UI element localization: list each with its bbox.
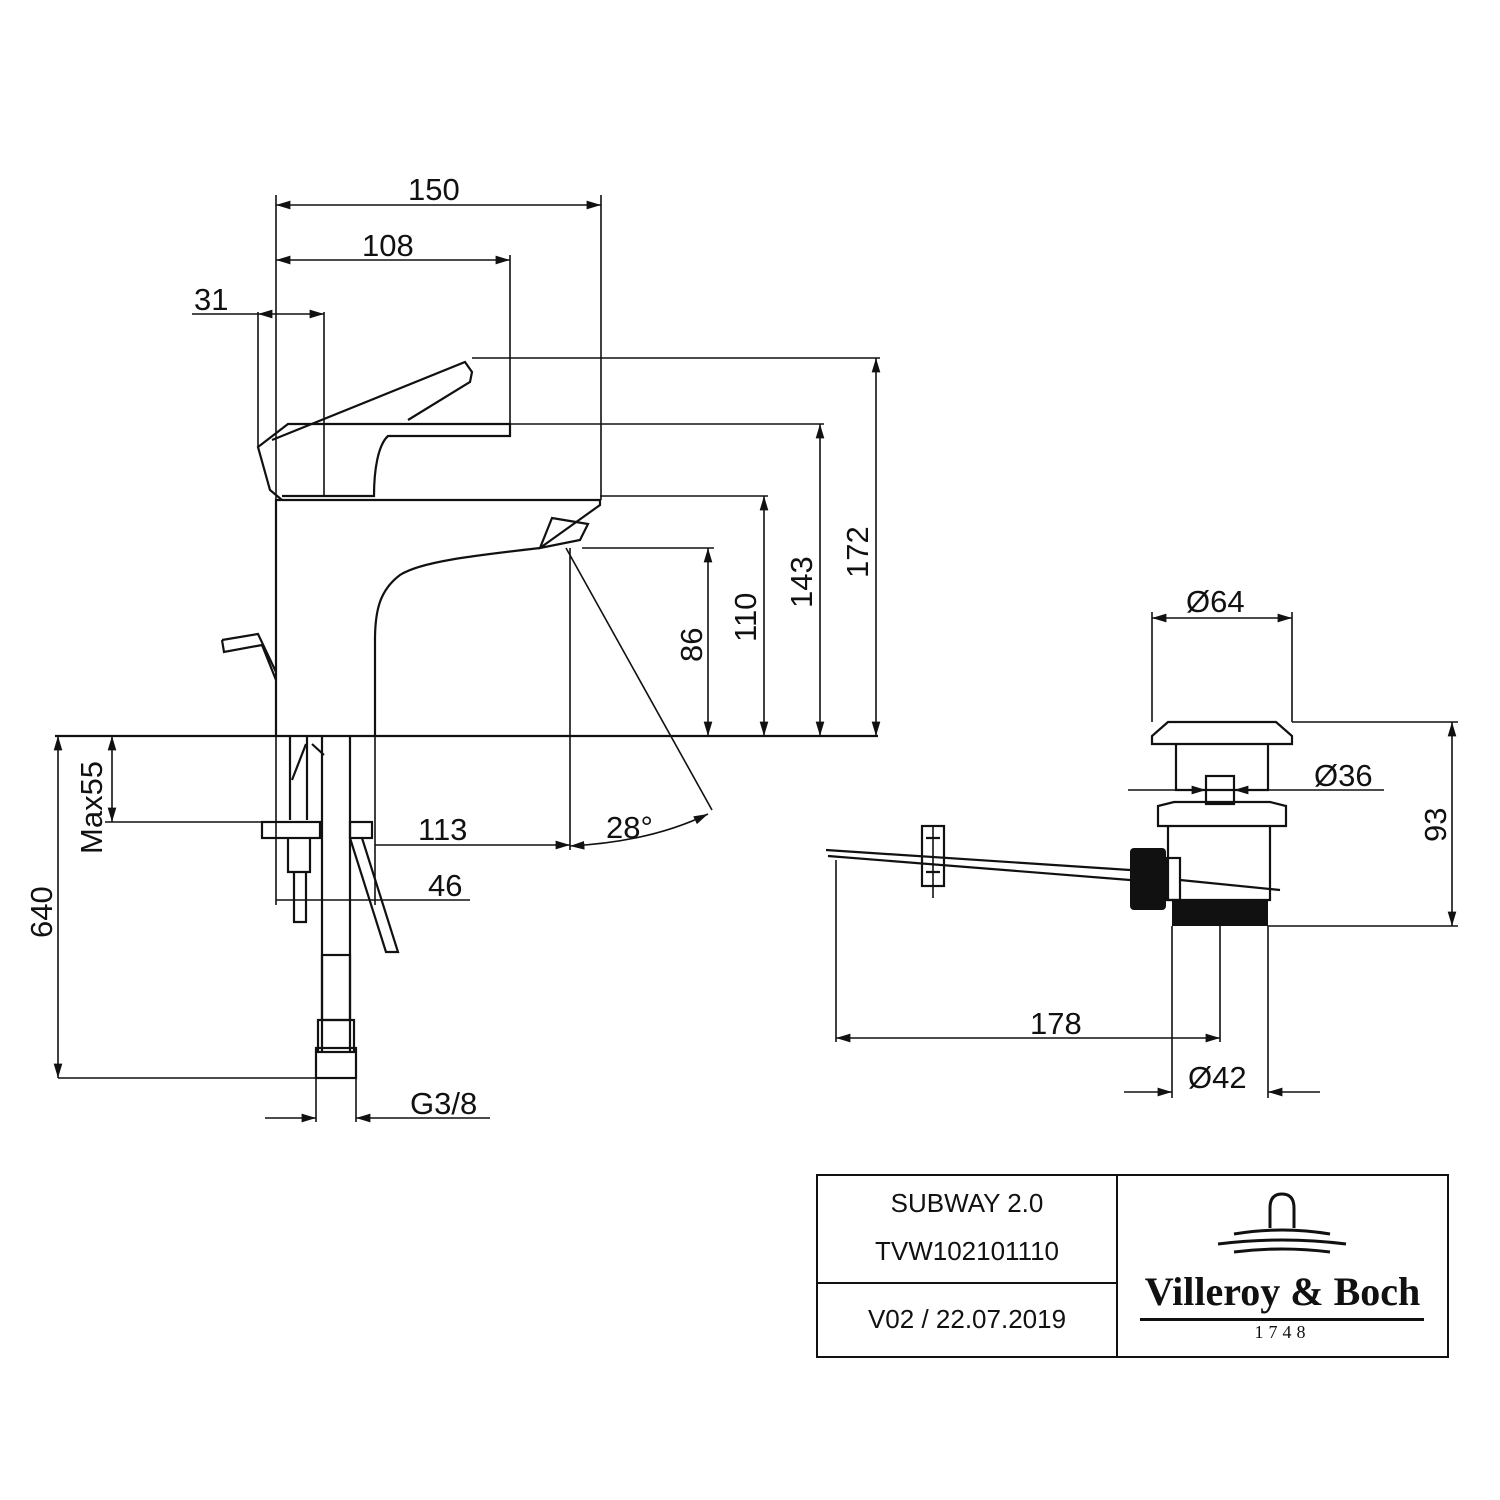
faucet-dimension-lines <box>53 195 881 1123</box>
faucet-side-view <box>55 360 878 1080</box>
product-name: SUBWAY 2.0 <box>890 1188 1044 1218</box>
title-block-info: SUBWAY 2.0 TVW102101110 V02 / 22.07.2019 <box>818 1176 1118 1356</box>
product-code: TVW102101110 <box>874 1236 1060 1266</box>
dim-113: 113 <box>418 812 467 847</box>
dim-46: 46 <box>428 868 462 903</box>
brand-mark-icon <box>1217 1192 1347 1254</box>
dim-172: 172 <box>840 526 875 578</box>
title-block-product: SUBWAY 2.0 TVW102101110 <box>818 1176 1116 1284</box>
dim-dia64: Ø64 <box>1186 584 1245 619</box>
dim-angle-28: 28° <box>606 810 653 845</box>
dim-dia42: Ø42 <box>1188 1060 1247 1095</box>
dim-g38: G3/8 <box>410 1086 477 1121</box>
dim-143: 143 <box>784 556 819 608</box>
dim-dia36: Ø36 <box>1314 758 1373 793</box>
dim-110: 110 <box>728 593 763 642</box>
dim-31: 31 <box>194 282 228 317</box>
dim-86: 86 <box>674 628 709 662</box>
dim-93: 93 <box>1418 808 1453 842</box>
version-date: V02 / 22.07.2019 <box>867 1304 1067 1334</box>
dim-max55: Max55 <box>74 761 109 854</box>
brand-underline <box>1140 1318 1424 1321</box>
dim-640: 640 <box>24 886 59 938</box>
dim-178: 178 <box>1030 1006 1082 1041</box>
drain-assembly <box>825 720 1294 926</box>
brand-name: Villeroy & Boch <box>1144 1269 1421 1314</box>
brand-year: 1748 <box>1254 1322 1311 1342</box>
brand-logo: Villeroy & Boch 1748 <box>1116 1176 1449 1356</box>
title-block: SUBWAY 2.0 TVW102101110 V02 / 22.07.2019… <box>816 1174 1449 1358</box>
drain-dimension-lines <box>835 612 1458 1098</box>
dim-150: 150 <box>408 172 460 207</box>
dim-108: 108 <box>362 228 414 263</box>
